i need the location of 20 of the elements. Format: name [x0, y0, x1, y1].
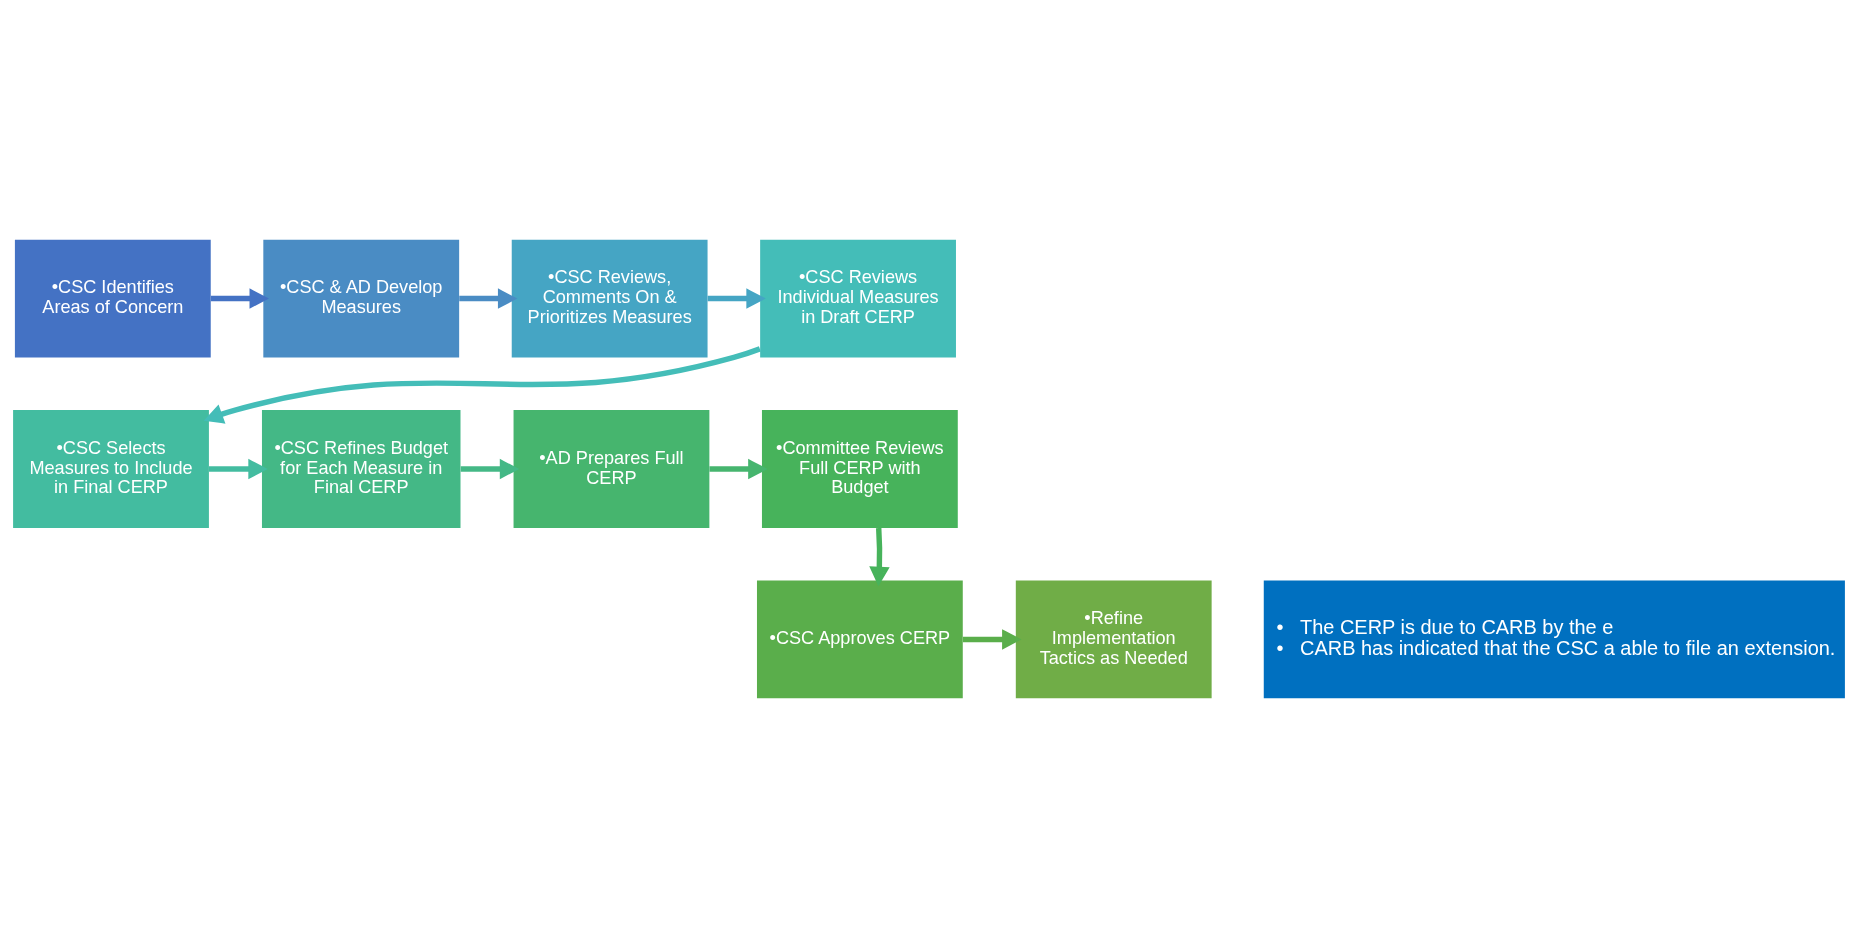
- arrow: [963, 628, 1022, 650]
- node-box: •CSC Reviews Individual Measures in Draft CERP: [760, 239, 956, 357]
- node-box: •CSC Identifies Areas of Concern: [14, 239, 211, 357]
- arrow: [210, 287, 269, 309]
- node-box: •AD Prepares Full CERP: [513, 409, 710, 528]
- node-box: •Committee Reviews Full CERP with Budget: [761, 409, 958, 528]
- node-box: •CSC Selects Measures to Include in Final CERP: [13, 409, 209, 528]
- arrow: [209, 458, 268, 479]
- arrow: [459, 287, 518, 309]
- node-box: •CSC Approves CERP: [756, 580, 963, 698]
- node-box: • The CERP is due to CARB by the e • CARB has indicated that the CSC a able to file an extension.: [1263, 580, 1845, 698]
- node-box: •CSC Refines Budget for Each Measure in Final CERP: [261, 409, 461, 528]
- node-box: •Refine Implementation Tactics as Needed: [1015, 580, 1212, 698]
- node-box: •CSC & AD Develop Measures: [263, 239, 460, 357]
- arrow: [709, 458, 768, 479]
- node-box: •CSC Reviews, Comments On & Prioritizes Measures: [511, 239, 708, 357]
- arrow: [203, 345, 761, 424]
- arrow: [707, 287, 766, 309]
- arrow: [460, 458, 520, 479]
- arrow: [869, 527, 890, 586]
